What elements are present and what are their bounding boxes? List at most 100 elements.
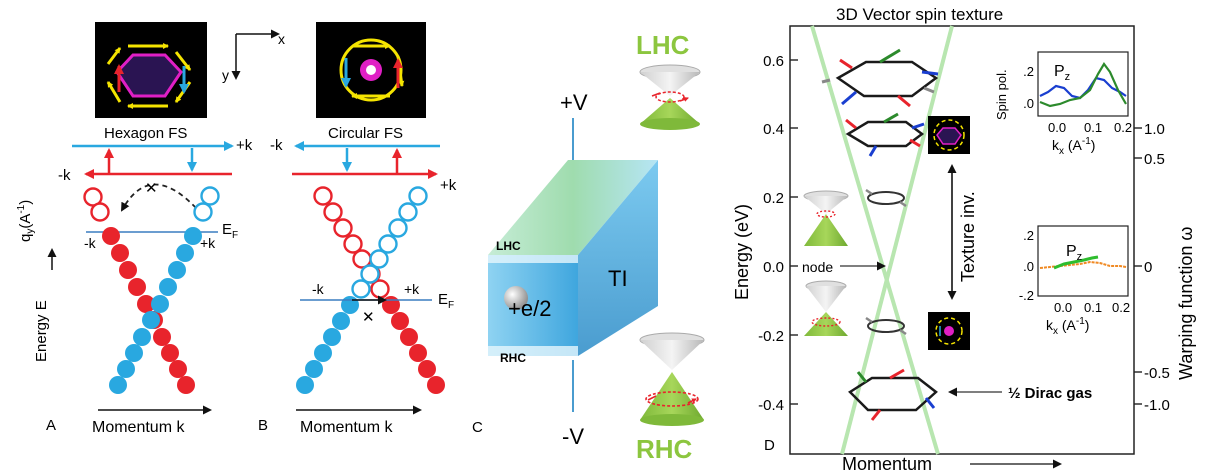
inset-bottom-ytick-2: -.2 [1019, 288, 1034, 303]
panel-d: 3D Vector spin texture 0.6 0.4 0.2 0.0 -… [732, 5, 1196, 474]
inset-top-xlabel: kx (A-1) [1052, 136, 1095, 157]
minus-k-ef-label-b: -k [312, 281, 325, 297]
minus-k-label: -k [58, 167, 71, 184]
inset-top-green-series [1039, 62, 1127, 108]
plus-v-label: +V [560, 90, 588, 115]
inset-top-xtick-1: 0.1 [1084, 120, 1102, 135]
y-axis-ticks [790, 59, 798, 405]
inset-top-ytick-1: .0 [1023, 96, 1034, 111]
ti-label: TI [608, 266, 628, 291]
panel-c: +V -V LHC RHC +e/2 TI LHC [472, 30, 705, 464]
panel-b-label: B [258, 417, 268, 434]
momentum-label-d: Momentum [842, 454, 932, 474]
inset-bottom-ytick-0: .2 [1023, 228, 1034, 243]
plus-k-label-b: +k [440, 177, 457, 194]
plus-k-ef-label: +k [200, 235, 216, 251]
inset-bottom-xtick-0: 0.0 [1054, 300, 1072, 315]
inset-top-pz: Pz [1054, 63, 1070, 83]
spin-hex-1 [821, 48, 939, 108]
panel-a: Hexagon FS +k -k ✕ EF -k +k [16, 22, 253, 436]
inset-bottom-green-series [1053, 255, 1099, 270]
ef-label-b: EF [438, 291, 454, 311]
hexagon-fs-caption: Hexagon FS [104, 125, 187, 142]
cross-mark: ✕ [145, 180, 158, 197]
panel-d-title: 3D Vector spin texture [836, 5, 1003, 24]
right-tick-3: -0.5 [1144, 365, 1170, 382]
charge-label: +e/2 [508, 296, 551, 321]
panel-a-label: A [46, 417, 56, 434]
ti-slab [488, 160, 658, 356]
spin-hex-3 [865, 188, 907, 208]
y-axis-label-d: Energy (eV) [732, 204, 752, 300]
inset-top: Pz .2 .0 Spin pol. 0.0 0.1 0.2 kx (A-1) [994, 51, 1132, 157]
lhc-top-label: LHC [636, 30, 690, 60]
inset-top-ylabel: Spin pol. [994, 69, 1009, 120]
ef-label: EF [222, 221, 238, 241]
forbidden-scattering-arc [121, 183, 197, 212]
inset-bottom-xlabel: kx (A-1) [1046, 316, 1089, 337]
right-axis-label: Warping function ω [1176, 227, 1196, 380]
node-label: node [802, 259, 833, 275]
inset-bottom-xtick-1: 0.1 [1084, 300, 1102, 315]
cross-mark-b: ✕ [362, 309, 375, 326]
texture-inv-label: Texture inv. [958, 191, 978, 282]
panel-c-label: C [472, 419, 483, 436]
minus-k-ef-label: -k [84, 235, 97, 251]
panel-d-label: D [764, 437, 775, 454]
inset-top-xtick-2: 0.2 [1114, 120, 1132, 135]
dirac-cone-lines [810, 25, 954, 455]
right-axis-ticks [1134, 127, 1142, 405]
spin-hex-4 [865, 316, 907, 336]
lhc-top-cone [639, 64, 701, 130]
inset-bottom-pz: Pz [1066, 243, 1082, 263]
dispersion-b-blue-open [351, 186, 428, 299]
dirac-gas-label: ½ Dirac gas [1008, 385, 1092, 402]
y-tick-0: 0.6 [763, 53, 784, 70]
small-cone-lower [804, 280, 848, 336]
dispersion-b-red-open [313, 186, 390, 299]
minus-k-label-b: -k [270, 137, 283, 154]
rhc-bottom-label: RHC [636, 434, 693, 464]
dispersion-b-blue-filled [296, 296, 359, 394]
y-tick-4: -0.2 [758, 328, 784, 345]
circular-fs-image [316, 22, 426, 118]
hexagon-fs-image [95, 22, 207, 118]
minus-v-label: -V [562, 424, 584, 449]
momentum-label-a: Momentum k [92, 419, 185, 436]
y-tick-5: -0.4 [758, 397, 784, 414]
lhc-slab-label: LHC [496, 239, 521, 253]
spin-hex-2 [845, 112, 925, 157]
panel-b: Circular FS -k +k [258, 22, 457, 436]
xy-axes-inset: x y [222, 29, 285, 83]
inset-bottom: Pz .2 .0 -.2 0.0 0.1 0.2 kx (A-1) [1019, 225, 1130, 337]
right-tick-0: 1.0 [1144, 121, 1165, 138]
rhc-bottom-cone [639, 332, 705, 426]
qy-axis-label: qy(A-1) [16, 200, 36, 242]
momentum-label-b: Momentum k [300, 419, 393, 436]
dispersion-blue-filled [109, 227, 202, 394]
dispersion-blue-open [193, 186, 220, 222]
inset-top-ytick-0: .2 [1023, 64, 1034, 79]
y-tick-2: 0.2 [763, 190, 784, 207]
right-tick-1: 0.5 [1144, 151, 1165, 168]
circular-fs-caption: Circular FS [328, 125, 403, 142]
x-axis-inset-label: x [278, 31, 285, 47]
dispersion-red-open [83, 187, 110, 222]
right-tick-4: -1.0 [1144, 397, 1170, 414]
spin-hex-5 [848, 368, 938, 421]
small-cone-upper [803, 190, 849, 246]
plus-k-ef-label-b: +k [404, 281, 420, 297]
panel-d-frame [789, 25, 1135, 455]
mini-fs-circle [928, 312, 970, 350]
right-tick-2: 0 [1144, 259, 1152, 276]
inset-top-xtick-0: 0.0 [1048, 120, 1066, 135]
charge-ball [504, 286, 528, 310]
inset-bottom-orange-series [1039, 260, 1127, 269]
energy-axis-label: Energy E [33, 300, 50, 362]
plus-k-label: +k [236, 137, 253, 154]
y-tick-3: 0.0 [763, 259, 784, 276]
y-tick-1: 0.4 [763, 121, 784, 138]
inset-bottom-ytick-1: .0 [1023, 259, 1034, 274]
mini-fs-hex [928, 116, 970, 154]
